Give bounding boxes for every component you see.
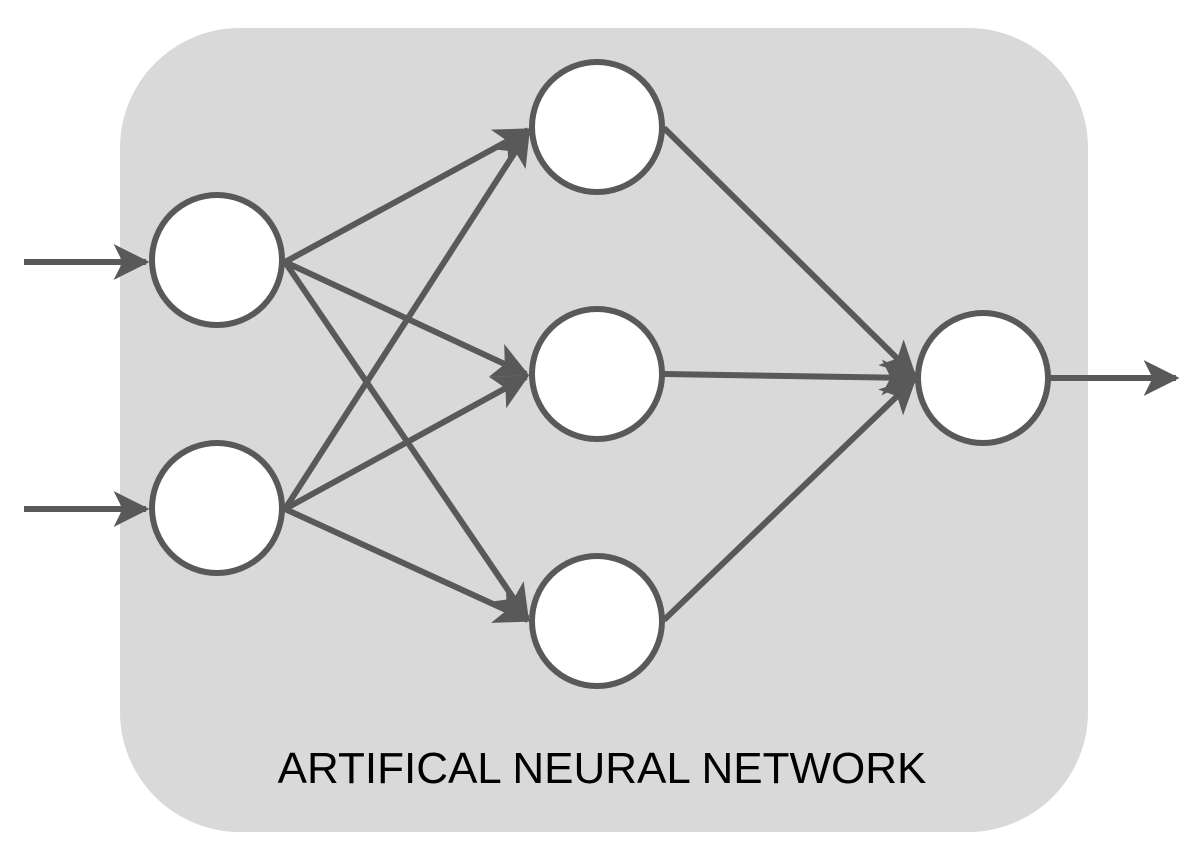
hidden-layer bbox=[529, 59, 665, 689]
output-layer bbox=[915, 310, 1051, 446]
hidden-node-3 bbox=[529, 553, 665, 689]
edge-input2-hidden3 bbox=[283, 506, 532, 623]
panel-title: ARTIFICAL NEURAL NETWORK bbox=[278, 744, 927, 793]
input-node-1 bbox=[149, 192, 285, 328]
edge-input1-hidden1 bbox=[283, 127, 532, 265]
hidden-node-2 bbox=[529, 306, 665, 442]
edge-hidden3-output bbox=[661, 377, 917, 623]
hidden-output-connections bbox=[661, 125, 918, 623]
edge-hidden1-output bbox=[661, 125, 917, 378]
edge-input2-hidden1 bbox=[282, 128, 531, 511]
edge-input2-hidden2 bbox=[283, 374, 530, 512]
input-node-2 bbox=[149, 440, 285, 576]
input-layer bbox=[149, 192, 285, 576]
hidden-node-1 bbox=[529, 59, 665, 195]
output-node-1 bbox=[915, 310, 1051, 446]
edge-hidden2-output bbox=[663, 359, 918, 396]
input-arrows bbox=[24, 244, 150, 527]
input-hidden-connections bbox=[282, 127, 532, 623]
